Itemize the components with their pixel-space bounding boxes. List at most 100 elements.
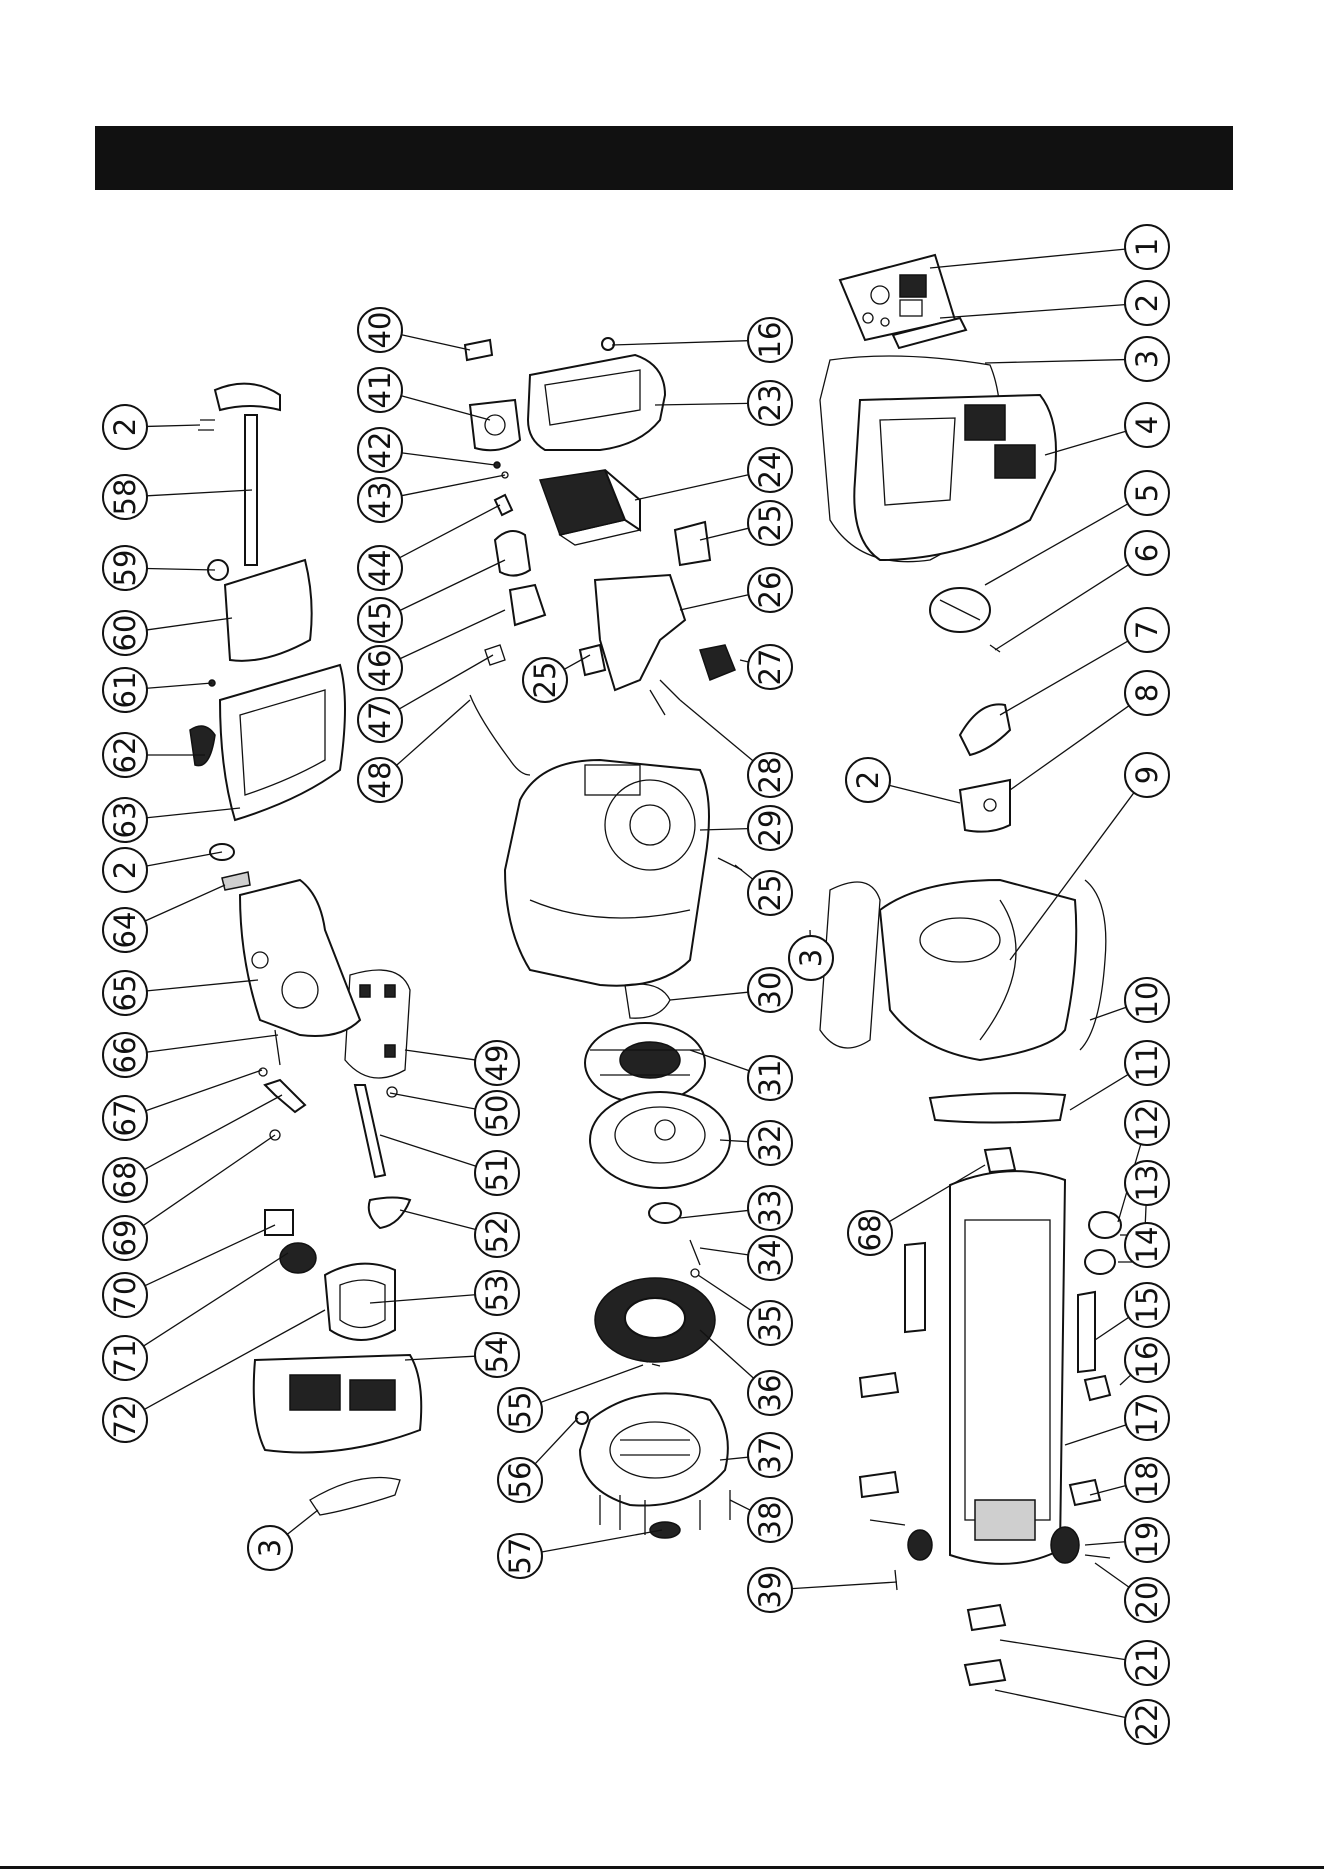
- callout-3: 3: [789, 936, 833, 980]
- bracket-left-part: [905, 1243, 925, 1332]
- pin-39-part: [895, 1570, 897, 1590]
- upper-cover-part: [854, 395, 1056, 560]
- leader-line-49: [400, 610, 505, 659]
- callout-number: 9: [1130, 766, 1164, 784]
- seal-3-bottom: [310, 1478, 400, 1516]
- clip-25b-part: [580, 645, 605, 675]
- leader-line-48: [400, 560, 505, 610]
- callout-5: 5: [1125, 471, 1169, 515]
- callout-number: 16: [753, 322, 787, 359]
- callout-number: 25: [528, 662, 562, 699]
- callout-35: 35: [748, 1301, 792, 1345]
- callout-4: 4: [1125, 403, 1169, 447]
- callout-36: 36: [748, 1371, 792, 1415]
- callout-number: 32: [753, 1125, 787, 1162]
- part-22: [965, 1660, 1005, 1685]
- callout-number: 24: [753, 452, 787, 489]
- gasket-47: [485, 645, 505, 665]
- callout-number: 64: [108, 912, 142, 949]
- callout-34: 34: [748, 1236, 792, 1280]
- callout-number: 7: [1130, 621, 1164, 639]
- callout-number: 3: [794, 949, 828, 967]
- callout-32: 32: [748, 1121, 792, 1165]
- callout-number: 69: [108, 1220, 142, 1257]
- callout-number: 55: [503, 1392, 537, 1429]
- frame-63: [220, 665, 345, 820]
- leader-line-59: [541, 1365, 643, 1402]
- callout-number: 3: [1130, 350, 1164, 368]
- leader-line-65: [147, 618, 232, 630]
- callout-number: 47: [363, 702, 397, 739]
- nut-33-part: [649, 1203, 681, 1223]
- leader-line-46: [402, 475, 505, 496]
- leader-line-47: [399, 505, 500, 558]
- callout-37: 37: [748, 1433, 792, 1477]
- handle-grip-part: [960, 704, 1010, 755]
- callout-41: 41: [358, 368, 402, 412]
- bracket-part: [960, 780, 1010, 832]
- leader-line-5: [995, 565, 1128, 650]
- callout-52: 52: [475, 1213, 519, 1257]
- callout-number: 46: [363, 650, 397, 687]
- part-45: [495, 531, 530, 576]
- wheel-19-part: [1051, 1527, 1079, 1563]
- callout-number: 60: [108, 615, 142, 652]
- leader-line-76: [145, 1225, 275, 1286]
- callout-48: 48: [358, 758, 402, 802]
- callout-number: 71: [108, 1340, 142, 1377]
- callout-number: 3: [253, 1539, 287, 1557]
- bolt-34-part: [690, 1240, 700, 1265]
- callout-number: 53: [480, 1275, 514, 1312]
- callout-number: 37: [753, 1437, 787, 1474]
- callout-63: 63: [103, 798, 147, 842]
- leader-line-33: [670, 992, 748, 1000]
- part-44: [495, 495, 512, 515]
- callout-50: 50: [475, 1091, 519, 1135]
- elbow-68: [265, 1080, 305, 1112]
- callout-26: 26: [748, 568, 792, 612]
- callout-28: 28: [748, 753, 792, 797]
- callout-46: 46: [358, 646, 402, 690]
- callout-number: 16: [1130, 1342, 1164, 1379]
- seal-30-part: [625, 984, 670, 1018]
- leader-line-28: [680, 595, 749, 610]
- l-bracket-left2-part: [860, 1472, 898, 1497]
- callout-number: 41: [363, 372, 397, 409]
- leader-line-45: [402, 453, 495, 465]
- callout-68: 68: [103, 1158, 147, 1202]
- callout-20: 20: [1125, 1578, 1169, 1622]
- leader-line-29: [740, 660, 749, 662]
- callout-61: 61: [103, 668, 147, 712]
- leader-line-69: [147, 852, 222, 866]
- callout-25: 25: [748, 871, 792, 915]
- callout-number: 66: [108, 1037, 142, 1074]
- callout-number: 62: [108, 737, 142, 774]
- pad-49b: [385, 985, 395, 997]
- leader-line-10: [1070, 1074, 1128, 1110]
- leader-line-74: [144, 1095, 282, 1170]
- leader-line-70: [145, 885, 225, 921]
- callout-number: 14: [1130, 1227, 1164, 1264]
- leader-line-26: [635, 475, 749, 500]
- leader-line-3: [1045, 431, 1126, 455]
- callout-3: 3: [1125, 337, 1169, 381]
- callout-number: 58: [108, 479, 142, 516]
- callout-51: 51: [475, 1151, 519, 1195]
- callout-24: 24: [748, 448, 792, 492]
- wire-48: [470, 695, 530, 775]
- screws-2-top: [198, 420, 215, 430]
- callout-number: 4: [1130, 416, 1164, 434]
- part-64: [222, 872, 250, 890]
- callout-number: 11: [1130, 1045, 1164, 1082]
- callout-58: 58: [103, 475, 147, 519]
- leader-line-39: [700, 1330, 754, 1378]
- callout-69: 69: [103, 1216, 147, 1260]
- callout-number: 6: [1130, 544, 1164, 562]
- callout-15: 15: [1125, 1283, 1169, 1327]
- callout-number: 1: [1130, 238, 1164, 256]
- leader-line-68: [147, 808, 240, 818]
- leader-line-9: [1090, 1007, 1126, 1020]
- plug-57-part: [650, 1522, 680, 1538]
- callout-22: 22: [1125, 1700, 1169, 1744]
